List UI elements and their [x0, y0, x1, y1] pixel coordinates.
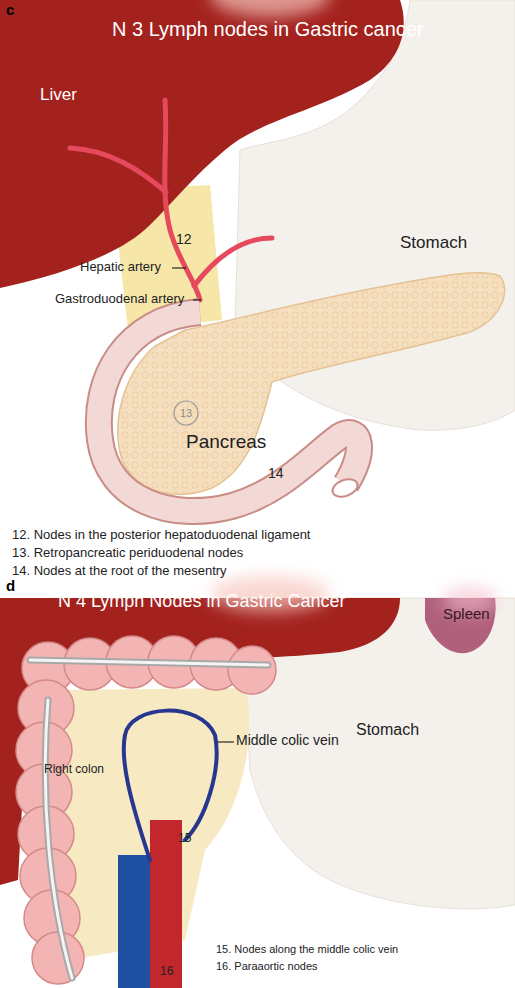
leader-line — [218, 742, 234, 743]
taenia-coli — [45, 700, 72, 978]
key-note: 12. Nodes in the posterior hepatoduodena… — [12, 528, 311, 542]
panel-heading: N 4 Lymph Nodes in Gastric Cancer — [58, 592, 345, 612]
node-text-holder: 13 — [173, 400, 199, 426]
callout-number: 15 — [178, 832, 191, 845]
key-note: 16. Paraaortic nodes — [216, 960, 318, 972]
organ-name: Spleen — [443, 606, 490, 623]
spleen-shape — [425, 598, 496, 653]
outline-circle — [174, 401, 198, 425]
colon-haustrum — [32, 932, 84, 984]
taenia-coli — [30, 660, 268, 665]
liver-highlight — [210, 0, 330, 17]
taenia-coli — [45, 700, 72, 978]
leader-line — [193, 300, 201, 301]
node-text: 13 — [180, 407, 192, 419]
callout-circle: 13 — [173, 400, 199, 426]
duodenum-opening — [330, 476, 360, 500]
duodenum-shape — [99, 312, 359, 511]
organ-name: Stomach — [356, 721, 419, 739]
right-colon — [16, 680, 84, 984]
organ-name: Stomach — [400, 234, 467, 253]
panel-heading: N 3 Lymph nodes in Gastric cancer — [112, 18, 424, 40]
taenia-coli — [30, 660, 268, 665]
hepatic-artery-trunk — [165, 100, 200, 300]
callout-number: 12 — [176, 232, 192, 247]
organ-name: Pancreas — [186, 432, 266, 453]
middle-colic-vein — [124, 711, 217, 860]
hepatic-artery-left-branch — [70, 148, 166, 192]
vessel-name: Gastroduodenal artery — [55, 292, 184, 306]
vena-cava — [118, 855, 152, 988]
callout-number: 14 — [268, 466, 284, 481]
panel-letter: c — [6, 2, 14, 19]
organ-name: Liver — [40, 86, 77, 105]
organ-name: Right colon — [44, 763, 104, 776]
callout-number: 16 — [160, 965, 173, 978]
panel-letter: d — [6, 578, 15, 595]
leader-line — [172, 268, 186, 269]
key-note: 13. Retropancreatic periduodenal nodes — [12, 546, 243, 560]
duodenum-outline — [99, 312, 359, 511]
colon-haustrum — [228, 646, 276, 694]
common-hepatic-artery — [194, 238, 272, 286]
aorta — [150, 820, 182, 988]
vessel-name: Middle colic vein — [236, 733, 339, 748]
key-note: 14. Nodes at the root of the mesentry — [12, 564, 227, 578]
liver-shape — [0, 0, 404, 288]
key-note: 15. Nodes along the middle colic vein — [216, 943, 398, 955]
vessel-name: Hepatic artery — [80, 260, 161, 274]
